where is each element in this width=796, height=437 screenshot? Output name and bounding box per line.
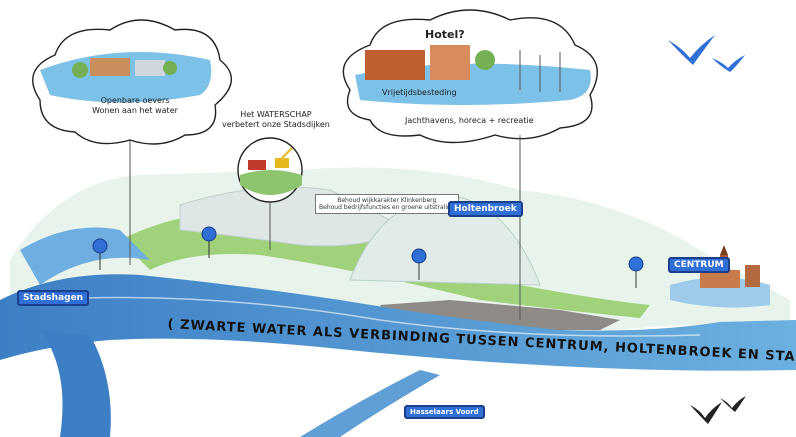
- pin-icon: [411, 248, 427, 280]
- pin-icon: [628, 256, 644, 288]
- bird-icon: [720, 396, 746, 412]
- crane-icon: [275, 147, 293, 168]
- waterschap-circle: [237, 137, 303, 203]
- bird-icon: [668, 35, 715, 65]
- bird-icon: [690, 402, 722, 424]
- river-branch-bottom: [300, 370, 440, 437]
- river-left-bend: [20, 227, 150, 285]
- river-branch-left: [40, 330, 111, 437]
- cloud-right-text: Jachthavens, horeca + recreatie: [405, 116, 534, 125]
- cloud-right-sub: Vrijetijdsbesteding: [382, 88, 457, 97]
- label-holtenbroek: Holtenbroek: [448, 201, 523, 217]
- label-stadshagen: Stadshagen: [17, 290, 90, 306]
- cloud-left: [32, 19, 232, 145]
- pin-icon: [201, 226, 217, 258]
- bird-icon: [712, 55, 745, 72]
- pin-icon: [92, 238, 108, 270]
- river-highlight: [39, 296, 701, 337]
- label-centrum: CENTRUM: [668, 257, 730, 273]
- cloud-right-hotel: Hotel?: [425, 28, 465, 41]
- label-hasselaars-voord: Hasselaars Voord: [404, 405, 485, 419]
- cloud-right: [342, 9, 598, 144]
